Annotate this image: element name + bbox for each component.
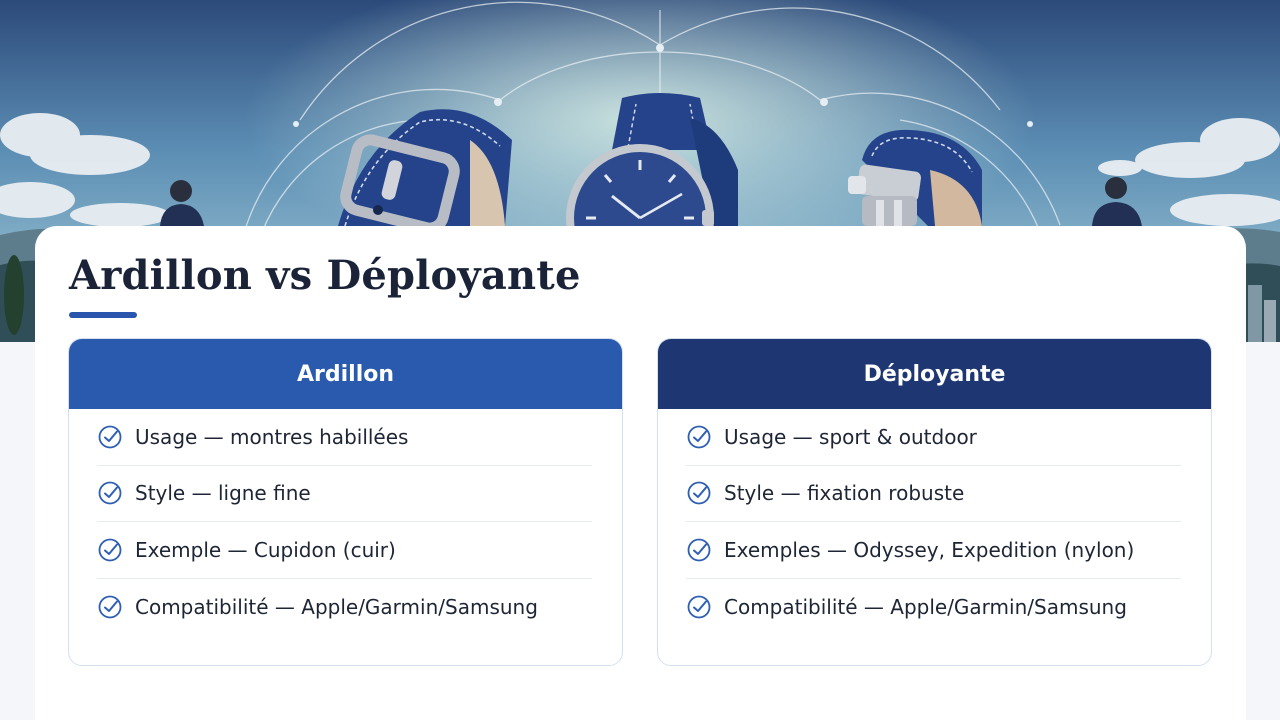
cloud-left (0, 113, 170, 227)
check-circle-icon (98, 538, 122, 562)
list-item: Exemples — Odyssey, Expedition (nylon) (686, 522, 1181, 579)
feature-list-deployante: Usage — sport & outdoor Style — fixation… (658, 409, 1211, 635)
list-item: Style — fixation robuste (686, 466, 1181, 522)
item-label: Compatibilité — Apple/Garmin/Samsung (135, 594, 538, 619)
check-circle-icon (687, 425, 711, 449)
item-label: Usage — sport & outdoor (724, 424, 977, 449)
item-label: Compatibilité — Apple/Garmin/Samsung (724, 594, 1127, 619)
item-label: Usage — montres habillées (135, 424, 409, 449)
check-circle-icon (687, 481, 711, 505)
card-deployante: Déployante Usage — sport & outdoor Style… (657, 338, 1212, 666)
list-item: Compatibilité — Apple/Garmin/Samsung (686, 579, 1181, 636)
item-label: Style — ligne fine (135, 481, 311, 506)
card-header-ardillon: Ardillon (69, 339, 622, 409)
card-header-deployante: Déployante (658, 339, 1211, 409)
check-circle-icon (687, 538, 711, 562)
check-circle-icon (687, 595, 711, 619)
check-circle-icon (98, 425, 122, 449)
list-item: Usage — sport & outdoor (686, 409, 1181, 466)
buckle-strap-icon (338, 109, 512, 234)
feature-list-ardillon: Usage — montres habillées Style — ligne … (69, 409, 622, 635)
list-item: Exemple — Cupidon (cuir) (97, 522, 592, 579)
cloud-right (1098, 118, 1280, 226)
person-left-figure (160, 180, 204, 226)
check-circle-icon (98, 481, 122, 505)
item-label: Style — fixation robuste (724, 481, 965, 506)
list-item: Usage — montres habillées (97, 409, 592, 466)
deployant-clasp-icon (848, 129, 982, 226)
page-title: Ardillon vs Déployante (69, 252, 581, 299)
list-item: Style — ligne fine (97, 466, 592, 522)
check-circle-icon (98, 595, 122, 619)
title-underline (69, 312, 137, 318)
person-right-figure (1092, 177, 1142, 226)
item-label: Exemple — Cupidon (cuir) (135, 537, 396, 562)
card-ardillon: Ardillon Usage — montres habillées Style… (68, 338, 623, 666)
list-item: Compatibilité — Apple/Garmin/Samsung (97, 579, 592, 636)
item-label: Exemples — Odyssey, Expedition (nylon) (724, 537, 1135, 562)
content-panel: Ardillon vs Déployante Ardillon Usage — … (35, 226, 1246, 720)
